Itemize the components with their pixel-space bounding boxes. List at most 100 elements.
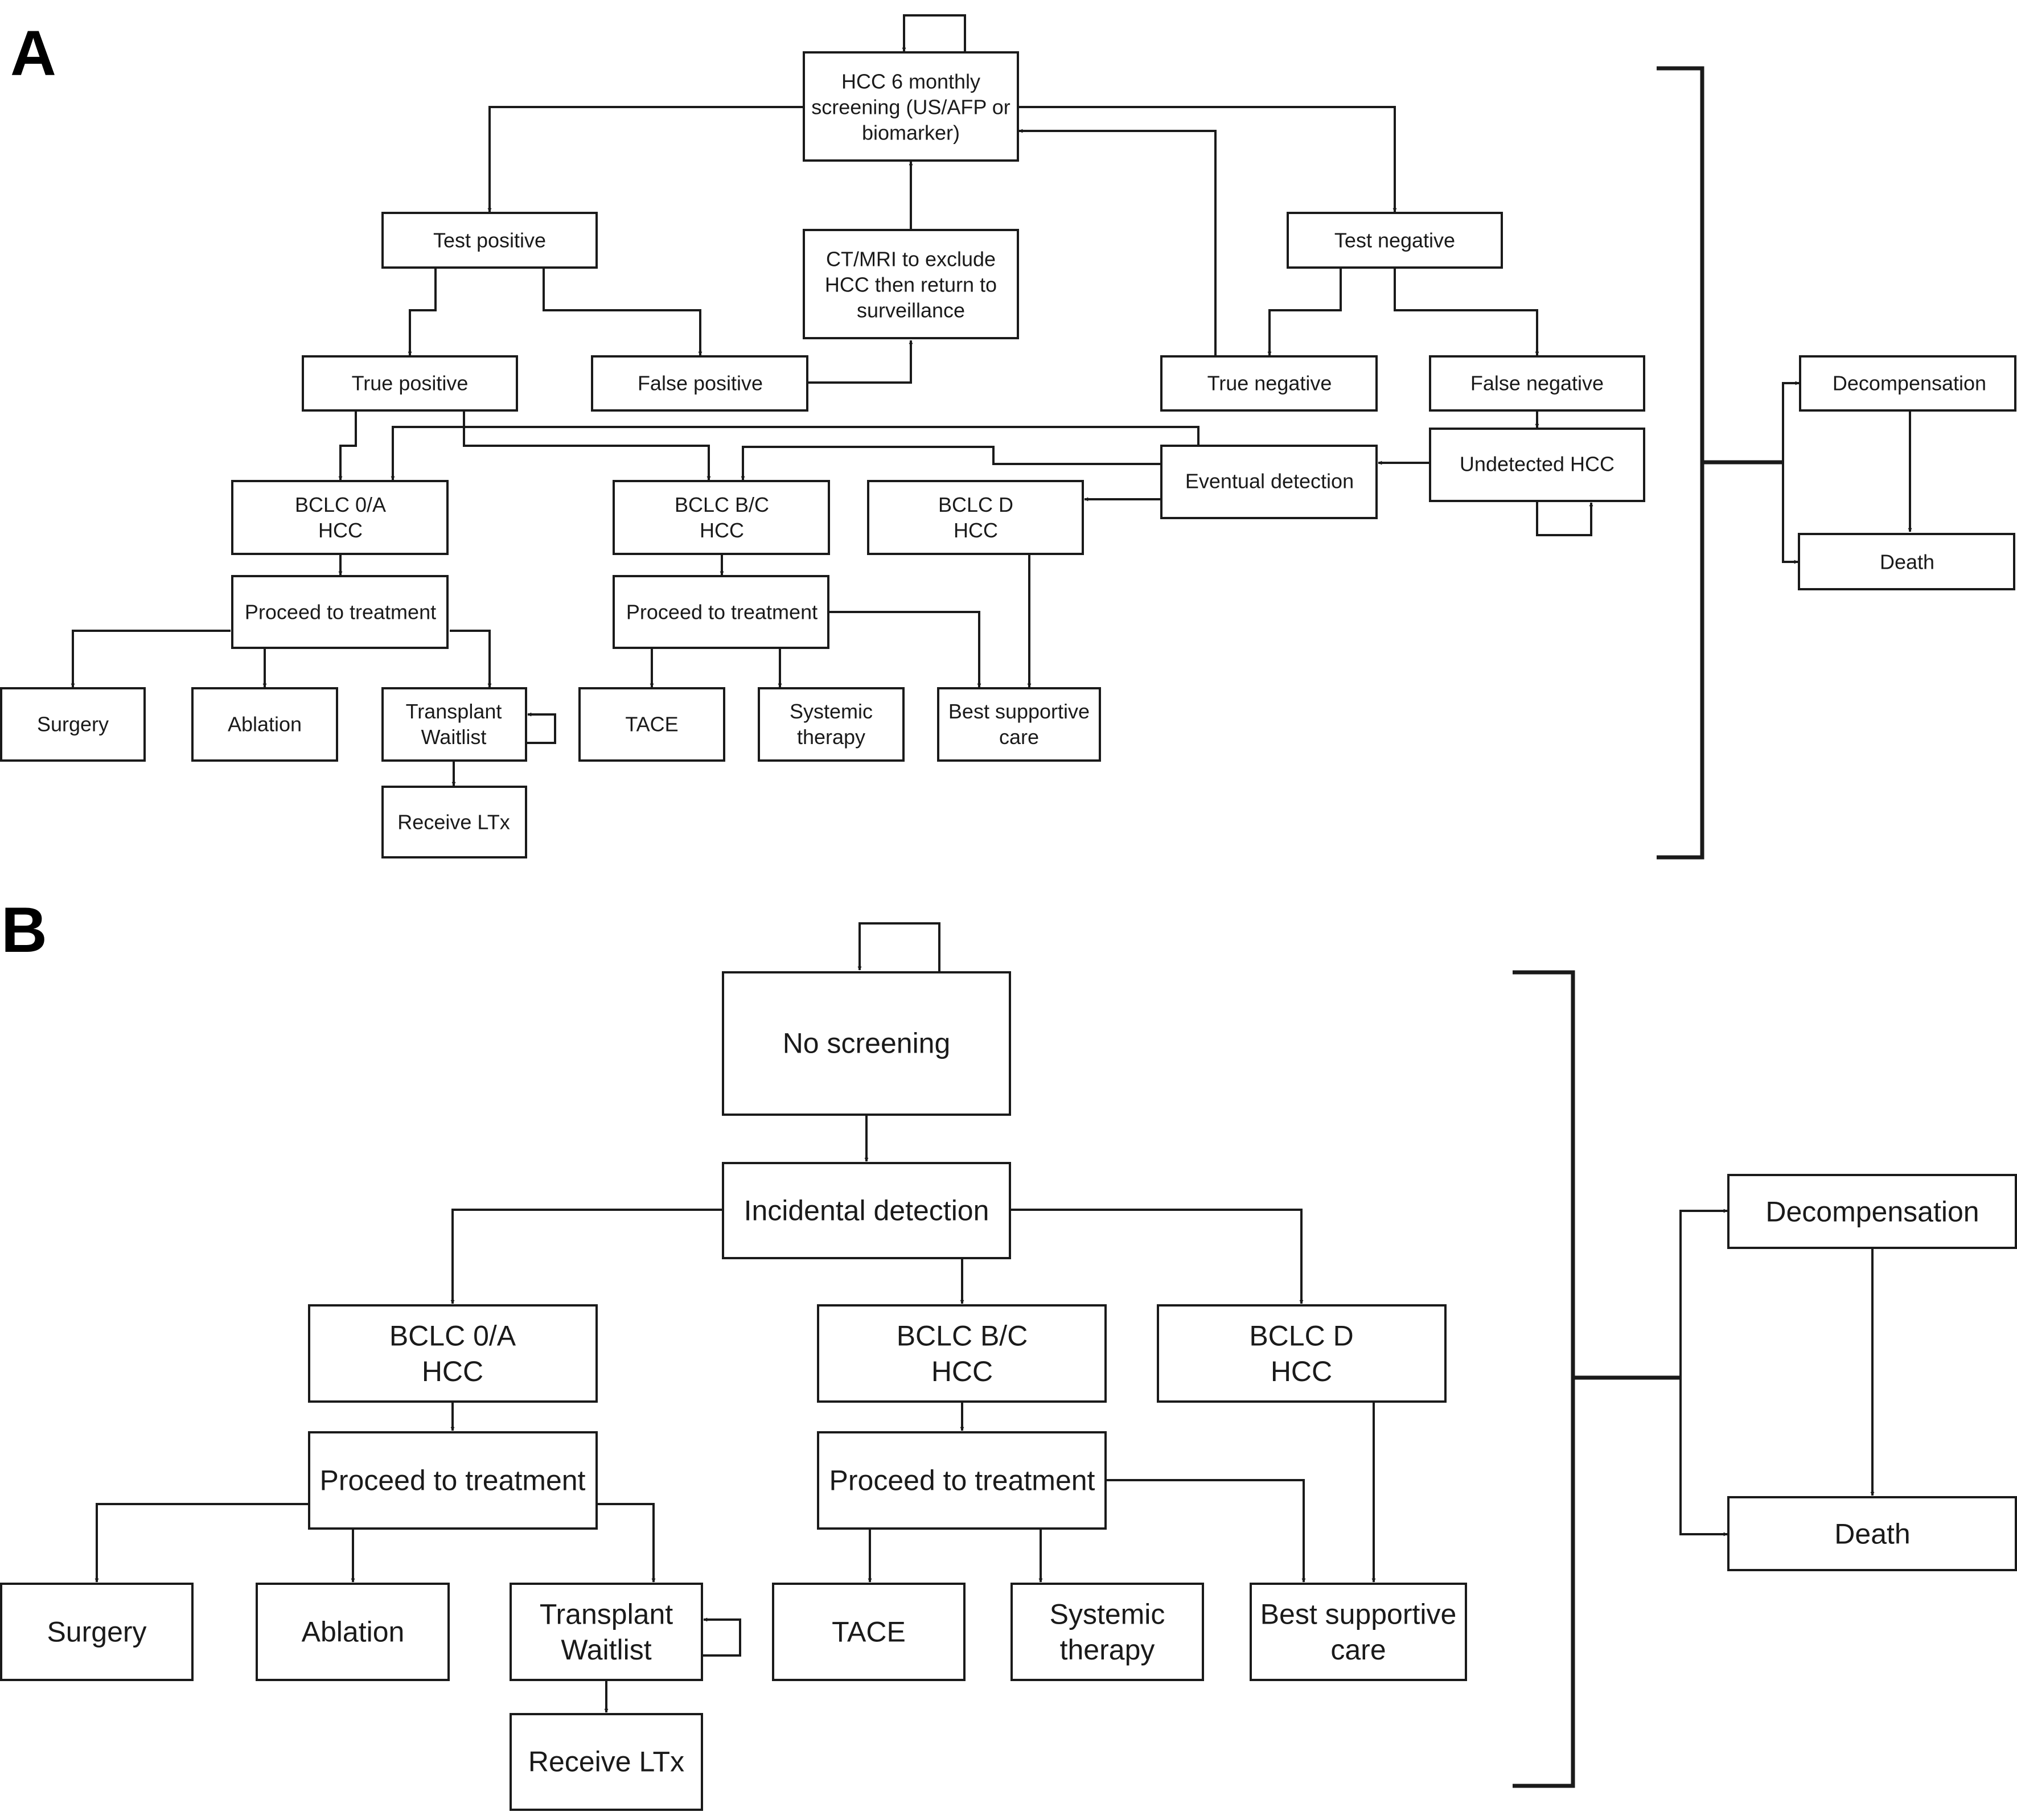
node-label-line: CT/MRI to exclude [826, 248, 996, 271]
tace-node: TACE [578, 687, 725, 762]
node-label-line: HCC [931, 1355, 993, 1387]
node-label-line: Test negative [1334, 229, 1455, 252]
edge-bracket-to-decompensation [1782, 381, 1800, 462]
svg-text:Ablation: Ablation [228, 713, 302, 736]
edge-transplant-self-loop [702, 1617, 741, 1657]
svg-text:Receive LTx: Receive LTx [528, 1746, 684, 1778]
panel-a-label: A [10, 18, 56, 89]
svg-text:Undetected HCC: Undetected HCC [1460, 453, 1615, 476]
node-label-line: TACE [832, 1616, 906, 1648]
node-label-line: therapy [1060, 1634, 1155, 1666]
false-positive-node: False positive [591, 355, 808, 412]
edge-proceed-to-surgery [71, 630, 231, 688]
node-label-line: surveillance [857, 299, 965, 322]
node-label-line: HCC [1271, 1355, 1332, 1387]
node-label-line: Transplant [540, 1598, 673, 1630]
surgery-node-b: Surgery [0, 1583, 194, 1681]
node-label-line: BCLC 0/A [295, 493, 386, 516]
node-label-line: HCC [422, 1355, 483, 1387]
true-negative-node: True negative [1160, 355, 1378, 412]
panel-a-bracket [1657, 66, 1783, 860]
node-label-line: True negative [1207, 372, 1332, 395]
proceed-treatment-2-node-b: Proceed to treatment [817, 1431, 1107, 1530]
edge-transplant-self-loop [527, 712, 556, 744]
tace-node-b: TACE [772, 1583, 966, 1681]
test-positive-node: Test positive [381, 212, 598, 269]
node-label-line: HCC [318, 519, 363, 542]
decompensation-node: Decompensation [1799, 355, 2016, 412]
node-label-line: therapy [797, 725, 865, 749]
node-label-line: TACE [625, 713, 678, 736]
true-positive-node: True positive [302, 355, 518, 412]
node-label-line: BCLC D [938, 493, 1013, 516]
edge-true-negative-to-screening [1018, 129, 1217, 356]
edge-bracket-to-death [1782, 462, 1798, 564]
edge-screening-self-loop [902, 14, 966, 52]
svg-text:Proceed to treatment: Proceed to treatment [320, 1465, 586, 1497]
edge-test-positive-to-false-positive [543, 268, 703, 356]
svg-text:True positive: True positive [352, 372, 469, 395]
node-label-line: False negative [1470, 372, 1604, 395]
svg-text:Decompensation: Decompensation [1765, 1196, 1979, 1228]
panel-b: B No screening [0, 894, 2017, 1811]
svg-text:TACE: TACE [832, 1616, 906, 1648]
node-label-line: BCLC D [1249, 1320, 1353, 1351]
edge-incidental-to-bclc-d [1009, 1209, 1304, 1304]
panel-b-bracket [1513, 970, 1681, 1788]
svg-text:Death: Death [1880, 550, 1934, 574]
node-label-line: care [999, 725, 1039, 749]
false-negative-node: False negative [1429, 355, 1645, 412]
edge-bracket-to-decompensation [1679, 1209, 1728, 1378]
edge-undetected-self-loop [1536, 501, 1593, 536]
node-label-line: screening (US/AFP or [811, 96, 1010, 119]
edge-bracket-to-death [1679, 1378, 1728, 1536]
svg-text:Test positive: Test positive [433, 229, 546, 252]
edge-proceed-to-surgery [95, 1503, 309, 1583]
undetected-hcc-node: Undetected HCC [1429, 428, 1645, 502]
svg-text:Proceed to treatment: Proceed to treatment [626, 601, 818, 624]
svg-text:True negative: True negative [1207, 372, 1332, 395]
svg-text:Eventual detection: Eventual detection [1185, 470, 1354, 493]
edge-proceed-to-transplant [597, 1503, 656, 1583]
edge-true-positive-to-bclc-bc [463, 410, 711, 480]
svg-text:No screening: No screening [783, 1028, 951, 1059]
receive-ltx-node: Receive LTx [381, 786, 527, 858]
node-label-line: Death [1880, 550, 1934, 574]
node-label-line: Decompensation [1833, 372, 1986, 395]
proceed-treatment-2-node: Proceed to treatment [613, 575, 829, 649]
node-label-line: Receive LTx [528, 1746, 684, 1778]
edge-true-positive-to-bclc-0a [338, 410, 357, 480]
edge-proceed-to-transplant [450, 630, 492, 688]
bclc-d-node-b: BCLC D HCC [1157, 1304, 1447, 1403]
node-label-line: No screening [783, 1028, 951, 1059]
ablation-node: Ablation [191, 687, 338, 762]
node-label-line: Ablation [302, 1616, 405, 1648]
surgery-node: Surgery [0, 687, 146, 762]
node-label-line: biomarker) [862, 121, 960, 145]
panel-b-edges [95, 922, 1875, 1788]
node-label-line: Receive LTx [397, 811, 510, 834]
death-node-b: Death [1727, 1496, 2017, 1571]
node-label-line: Best supportive [948, 700, 1090, 723]
node-label-line: HCC 6 monthly [841, 70, 980, 93]
node-label-line: Systemic [790, 700, 873, 723]
svg-text:Decompensation: Decompensation [1833, 372, 1986, 395]
svg-text:Proceed to treatment: Proceed to treatment [829, 1465, 1095, 1497]
panel-a-edges [71, 14, 1912, 860]
edge-eventual-to-bclc-0a [391, 426, 1199, 480]
svg-text:False positive: False positive [638, 372, 763, 395]
node-label-line: HCC [700, 519, 744, 542]
death-node: Death [1798, 533, 2015, 590]
panel-b-label: B [1, 894, 47, 966]
